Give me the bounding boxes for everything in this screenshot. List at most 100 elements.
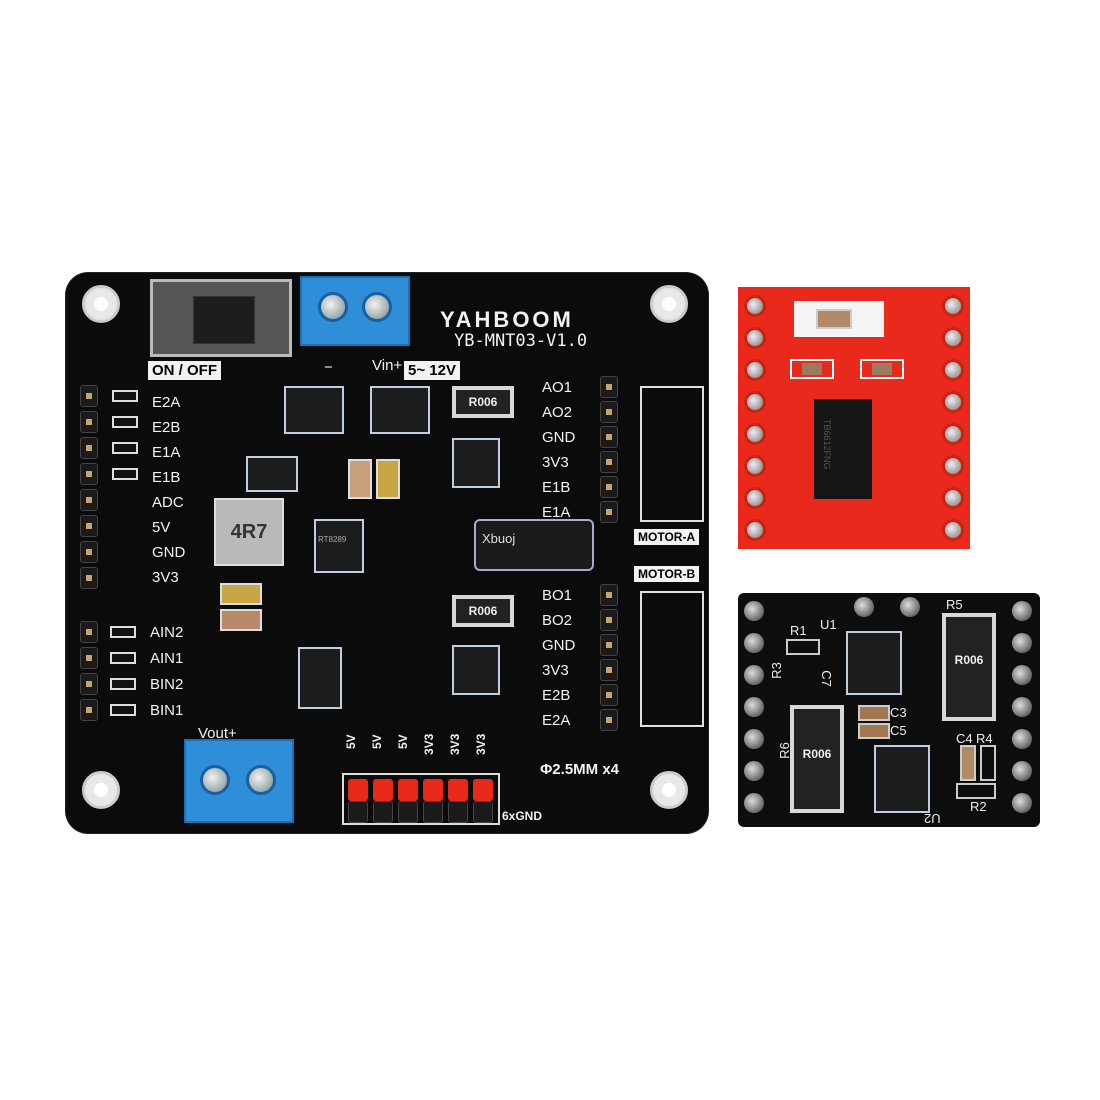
header-pin	[600, 426, 618, 448]
designator-r5: R5	[946, 597, 963, 612]
pin-pad	[942, 295, 964, 317]
vout-plus-label: Vout+	[198, 725, 237, 742]
schottky-diode	[298, 647, 342, 709]
power-pin-label: 5V	[396, 734, 410, 749]
pin-label-e2b: E2B	[152, 419, 181, 436]
designator-c7: C7	[818, 670, 834, 687]
pin-label-gnd-b: GND	[542, 637, 576, 654]
motor-b-connector[interactable]	[640, 591, 704, 727]
smd-resistor	[112, 468, 138, 480]
pin-pad	[744, 633, 764, 653]
smd-resistor	[110, 652, 136, 664]
header-pin	[80, 489, 98, 511]
pin-pad	[942, 359, 964, 381]
pin-label-e1a: E1A	[152, 444, 181, 461]
header-pin	[600, 684, 618, 706]
pin-pad	[942, 423, 964, 445]
pin-pad	[942, 391, 964, 413]
pin-label-bo1: BO1	[542, 587, 573, 604]
designator-r3: R3	[768, 662, 784, 679]
header-pin	[600, 634, 618, 656]
pin-pad	[744, 729, 764, 749]
pin-pad	[744, 487, 766, 509]
header-pin-gnd	[373, 801, 393, 823]
power-pin-label: 3V3	[474, 733, 488, 755]
header-pin	[600, 476, 618, 498]
ceramic-capacitor	[220, 609, 262, 631]
pin-label-e2a-b: E2A	[542, 712, 571, 729]
pin-pad	[744, 697, 764, 717]
ceramic-capacitor	[376, 459, 400, 499]
mosfet-chip	[370, 386, 430, 434]
header-pin-red	[398, 779, 418, 801]
terminal-screw	[362, 292, 392, 322]
designator-r1: R1	[790, 623, 807, 638]
header-pin-red	[373, 779, 393, 801]
mosfet-chip	[284, 386, 344, 434]
header-pin	[80, 463, 98, 485]
designator-u1: U1	[820, 617, 837, 632]
brand-logo: YAHBOOM	[440, 307, 574, 332]
header-pin-gnd	[423, 801, 443, 823]
ic-u2	[874, 745, 930, 813]
silk-block	[794, 301, 884, 337]
power-pin-label: 5V	[370, 734, 384, 749]
pin-pad	[854, 597, 874, 617]
resistor-r2	[956, 783, 996, 799]
pin-pad	[744, 601, 764, 621]
smd-resistor	[110, 678, 136, 690]
designator-r2: R2	[970, 799, 987, 814]
shunt-resistor-r6: R006	[790, 705, 844, 813]
pin-pad	[1012, 665, 1032, 685]
pin-label-e1b: E1B	[152, 469, 181, 486]
header-pin	[600, 659, 618, 681]
pin-label-gnd-a: GND	[542, 429, 576, 446]
pin-label-gnd: GND	[152, 544, 186, 561]
tb6612-driver-module: TB6612FNG	[738, 287, 970, 549]
mount-hole-top-right	[650, 285, 688, 323]
header-pin	[80, 411, 98, 433]
switch-knob[interactable]	[193, 296, 255, 344]
pin-label-e1b-a: E1B	[542, 479, 571, 496]
header-pin	[600, 584, 618, 606]
power-header	[342, 773, 500, 825]
terminal-screw	[318, 292, 348, 322]
smd-resistor	[110, 626, 136, 638]
pin-pad	[744, 391, 766, 413]
pin-label-3v3-a: 3V3	[542, 454, 569, 471]
vin-minus-label: −	[324, 359, 333, 376]
pin-pad	[744, 761, 764, 781]
resistor-r1	[786, 639, 820, 655]
capacitor-c3	[858, 705, 890, 721]
pin-label-bin1: BIN1	[150, 702, 184, 719]
shunt-resistor-b: R006	[452, 595, 514, 627]
pin-label-ao1: AO1	[542, 379, 573, 396]
pin-pad	[744, 793, 764, 813]
power-pin-label: 3V3	[448, 733, 462, 755]
current-sense-chip-b	[452, 645, 500, 695]
pin-pad	[942, 487, 964, 509]
resistor-r4	[980, 745, 996, 781]
header-pin	[600, 501, 618, 523]
pin-pad	[900, 597, 920, 617]
pin-pad	[1012, 761, 1032, 781]
power-pin-label: 3V3	[422, 733, 436, 755]
header-pin	[80, 437, 98, 459]
capacitor-c5	[858, 723, 890, 739]
current-sensor-module: R1 U1 R5 R3 C7 C3 C5 R6 C4 R4 R2 U2 R006…	[738, 593, 1040, 827]
vin-plus-label: Vin+	[372, 357, 403, 374]
pin-pad	[942, 519, 964, 541]
motor-a-connector[interactable]	[640, 386, 704, 522]
capacitor	[802, 363, 822, 375]
smd-resistor	[112, 390, 138, 402]
pin-pad	[744, 455, 766, 477]
designator-c4: C4	[956, 731, 973, 746]
smd-resistor	[112, 442, 138, 454]
pin-pad	[744, 359, 766, 381]
power-switch[interactable]	[150, 279, 292, 357]
pin-pad	[1012, 633, 1032, 653]
gnd-row-label: 6xGND	[502, 809, 543, 823]
pin-label-bin2: BIN2	[150, 676, 184, 693]
pin-label-e2b-b: E2B	[542, 687, 571, 704]
designator-u2: U2	[924, 811, 941, 826]
